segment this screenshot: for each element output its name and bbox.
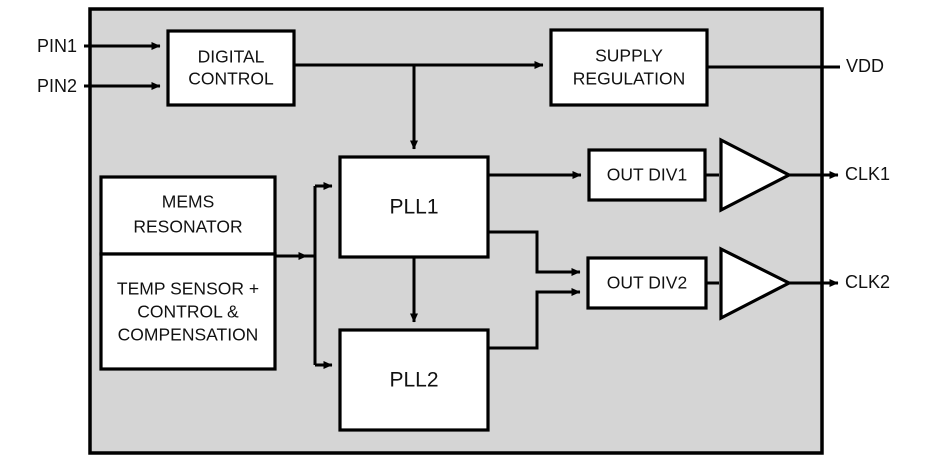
pll1-block[interactable]: PLL1	[338, 155, 490, 259]
pin2-label: PIN2	[37, 76, 77, 96]
digital-control-label-line2: CONTROL	[188, 69, 274, 89]
clk2-label: CLK2	[845, 272, 890, 292]
pll2-block[interactable]: PLL2	[338, 328, 490, 432]
wire-pll2-to-out-div2	[488, 288, 581, 350]
out-div2-label: OUT DIV2	[607, 273, 687, 293]
vdd-label: VDD	[846, 56, 884, 76]
output-buffer-clk2[interactable]	[719, 246, 793, 321]
out-div1-block[interactable]: OUT DIV1	[587, 148, 707, 202]
supply-regulation-block[interactable]: SUPPLY REGULATION	[549, 28, 709, 107]
wire-pll1-to-out-div2	[488, 230, 581, 276]
output-buffer-clk1[interactable]	[719, 137, 793, 213]
pll1-label: PLL1	[389, 196, 438, 219]
supply-regulation-label-line2: REGULATION	[573, 69, 685, 89]
clk1-label: CLK1	[845, 164, 890, 184]
temp-sensor-label-line1: TEMP SENSOR +	[117, 279, 259, 299]
out-div2-block[interactable]: OUT DIV2	[586, 256, 708, 310]
temp-sensor-control-compensation-block[interactable]: TEMP SENSOR + CONTROL & COMPENSATION	[99, 252, 277, 371]
temp-sensor-label-line3: COMPENSATION	[118, 325, 259, 345]
temp-sensor-label-line2: CONTROL &	[137, 302, 239, 322]
digital-control-label-line1: DIGITAL	[198, 47, 265, 67]
digital-control-block[interactable]: DIGITAL CONTROL	[166, 29, 296, 107]
mems-resonator-label-line1: MEMS	[162, 192, 215, 212]
supply-regulation-label-line1: SUPPLY	[595, 46, 663, 66]
mems-resonator-block[interactable]: MEMS RESONATOR	[99, 175, 277, 256]
pin1-label: PIN1	[37, 36, 77, 56]
pll2-label: PLL2	[389, 369, 438, 392]
out-div1-label: OUT DIV1	[607, 165, 687, 185]
mems-resonator-label-line2: RESONATOR	[133, 217, 242, 237]
